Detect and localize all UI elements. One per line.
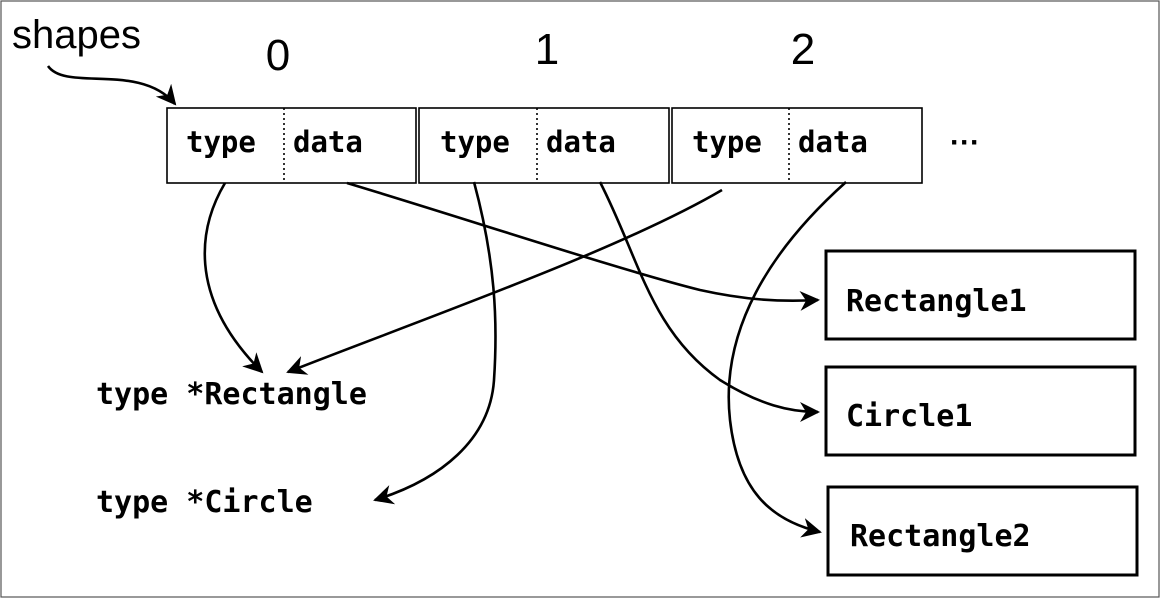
type-descriptor-circle: type *Circle [96, 485, 313, 520]
index-label-1: 1 [535, 25, 559, 74]
ellipsis: ··· [950, 126, 980, 159]
slot-1-cell [418, 107, 670, 184]
slot-0-data-field: data [293, 125, 363, 159]
arrow-slot0-type-to-rectangle-type [203, 182, 264, 374]
object-rectangle1-box [824, 249, 1137, 341]
slot-0-type-field: type [186, 125, 256, 159]
arrow-slot0-data-to-rectangle1 [346, 181, 820, 311]
index-label-0: 0 [266, 31, 290, 80]
slot-1-type-field: type [440, 125, 510, 159]
shapes-label: shapes [12, 13, 141, 57]
arrow-slot2-type-to-rectangle-type [286, 188, 723, 375]
arrow-slot1-data-to-circle1 [598, 181, 820, 422]
array-slot-2: type data [671, 107, 923, 184]
array-slot-0: type data [166, 107, 417, 184]
slot-1-data-field: data [546, 125, 616, 159]
object-rectangle1: Rectangle1 [824, 249, 1137, 341]
object-rectangle2: Rectangle2 [826, 485, 1139, 577]
object-rectangle2-label: Rectangle2 [850, 519, 1031, 554]
object-rectangle2-box [826, 485, 1139, 577]
slot-2-type-field: type [692, 125, 762, 159]
object-circle1: Circle1 [824, 365, 1137, 457]
slot-2-cell [671, 107, 923, 184]
object-circle1-box [824, 365, 1137, 457]
array-slot-1: type data [418, 107, 670, 184]
arrow-slot1-type-to-circle-type [373, 181, 497, 505]
object-circle1-label: Circle1 [846, 399, 972, 434]
arrow-slot2-data-to-rectangle2 [727, 181, 847, 538]
object-rectangle1-label: Rectangle1 [846, 284, 1027, 319]
slot-2-data-field: data [798, 125, 868, 159]
slot-0-cell [166, 107, 417, 184]
shapes-pointer-arrow [46, 65, 177, 106]
type-descriptor-rectangle: type *Rectangle [96, 377, 367, 412]
index-label-2: 2 [791, 25, 815, 74]
